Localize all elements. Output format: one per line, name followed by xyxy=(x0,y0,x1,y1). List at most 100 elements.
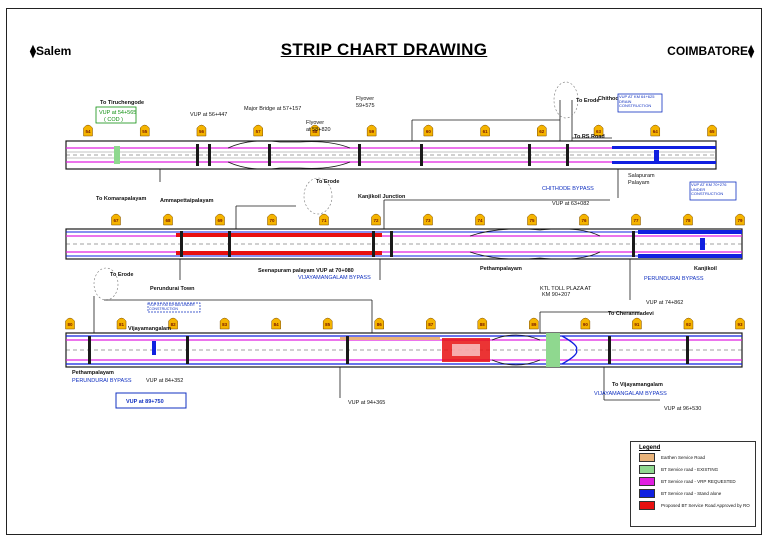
km-marker: 68 xyxy=(163,213,173,226)
label-flyover-a-km: 59+575 xyxy=(356,103,375,109)
km-marker-label: 76 xyxy=(581,218,587,223)
label-vup-63: VUP at 63+082 xyxy=(552,201,589,207)
km-marker-label: 63 xyxy=(596,129,602,134)
km-marker-label: 74 xyxy=(477,218,483,223)
direction-right-label: COIMBATORE xyxy=(667,44,749,58)
km-marker: 79 xyxy=(735,213,745,226)
km-marker-label: 78 xyxy=(685,218,691,223)
km-marker: 56 xyxy=(196,124,207,137)
label-to-erode-2: To Erode xyxy=(316,179,339,185)
label-palayam: Palayam xyxy=(628,180,650,186)
label-vup-84: VUP at 84+352 xyxy=(146,378,183,384)
km-marker-label: 84 xyxy=(274,322,280,327)
km-marker: 80 xyxy=(65,317,75,330)
label-ammapettaipalayam: Ammapettaipalayam xyxy=(160,198,214,204)
km-marker-label: 59 xyxy=(369,129,375,134)
legend-swatch xyxy=(639,500,655,510)
label-kti-toll-km: KM 90+207 xyxy=(542,292,570,298)
label-flyover-a: Flyover xyxy=(356,96,374,102)
legend-label: BT Service road - VRP REQUESTED xyxy=(661,478,736,484)
strip-row-1 xyxy=(65,81,717,215)
legend-swatch xyxy=(639,452,655,462)
km-marker: 54 xyxy=(83,124,93,137)
label-to-erode-3: To Erode xyxy=(110,272,133,278)
legend-label: Earthen Service Road xyxy=(661,454,706,460)
km-marker: 63 xyxy=(593,124,604,137)
km-marker: 88 xyxy=(477,317,488,330)
km-marker-label: 54 xyxy=(85,129,91,134)
km-marker-label: 62 xyxy=(539,129,545,134)
vup-green-box xyxy=(95,106,137,124)
km-marker-label: 60 xyxy=(426,129,432,134)
label-vup-74: VUP at 74+862 xyxy=(646,300,683,306)
km-marker-label: 55 xyxy=(142,129,148,134)
vup-box xyxy=(115,392,187,409)
label-major-bridge: Major Bridge at 57+157 xyxy=(244,106,301,112)
label-to-erode-1: To Erode xyxy=(576,98,599,104)
label-to-vijayamangalam: To Vijayamangalam xyxy=(612,382,663,388)
km-marker-label: 58 xyxy=(312,129,318,134)
label-kanjikoil-junction: Kanjikoil Junction xyxy=(358,194,406,200)
legend-swatch xyxy=(639,476,655,486)
label-to-rs-road: To RS Road xyxy=(574,134,605,140)
km-marker: 77 xyxy=(631,213,641,226)
arrow-right-icon: ⧫ xyxy=(748,44,754,58)
vup-70-box xyxy=(689,181,737,201)
label-vijayamangalam-bypass-2: VIJAYAMANGALAM BYPASS xyxy=(594,391,667,397)
km-marker: 61 xyxy=(480,124,490,137)
km-marker-label: 75 xyxy=(529,218,535,223)
label-vup-green: VUP at 54+565 xyxy=(99,110,136,116)
label-perundurai-town: Perundurai Town xyxy=(150,286,195,292)
label-pethampalayam-2: Pethampalayam xyxy=(72,370,114,376)
label-vup-61: VUP AT KM 64+625 DRAIN CONSTRUCTION xyxy=(619,95,655,109)
label-to-cheranmadevi: To Cheranmadevi xyxy=(608,311,654,317)
km-marker-label: 69 xyxy=(217,218,223,223)
km-marker-label: 73 xyxy=(425,218,431,223)
km-marker-label: 91 xyxy=(634,322,640,327)
legend-row: BT Service road - Stand alone xyxy=(639,487,755,499)
km-marker-label: 93 xyxy=(737,322,743,327)
km-marker: 72 xyxy=(371,213,381,226)
km-marker-label: 80 xyxy=(67,322,73,327)
label-to-komarapalayam: To Komarapalayam xyxy=(96,196,146,202)
km-marker: 81 xyxy=(116,317,127,330)
vup-61-box xyxy=(617,93,663,113)
page-title: STRIP CHART DRAWING xyxy=(280,40,488,59)
strip-row-3 xyxy=(65,296,743,401)
label-flyover-b: Flyover xyxy=(306,120,324,126)
km-marker: 67 xyxy=(111,213,121,226)
label-vijayamangalam-bypass: VIJAYAMANGALAM BYPASS xyxy=(298,275,371,281)
km-marker: 75 xyxy=(527,213,537,226)
km-marker-label: 87 xyxy=(428,322,434,327)
label-kti-toll: KTL TOLL PLAZA AT xyxy=(540,286,592,292)
km-marker: 78 xyxy=(683,213,693,226)
km-marker: 76 xyxy=(579,213,589,226)
km-marker-label: 56 xyxy=(199,129,205,134)
label-vup-94: VUP at 94+365 xyxy=(348,400,385,406)
km-marker: 55 xyxy=(139,124,150,137)
km-marker-label: 65 xyxy=(709,129,715,134)
km-marker: 74 xyxy=(475,213,485,226)
km-marker: 82 xyxy=(168,317,178,330)
km-marker-label: 64 xyxy=(653,129,659,134)
drawing-frame xyxy=(6,8,762,535)
label-vup-box: VUP at 89+750 xyxy=(126,399,164,405)
km-marker-label: 61 xyxy=(483,129,489,134)
label-to-tiruchengode: To Tiruchengode xyxy=(100,100,144,106)
label-salapuram: Salapuram xyxy=(628,173,655,179)
km-marker-label: 92 xyxy=(686,322,692,327)
km-marker-label: 72 xyxy=(373,218,379,223)
km-marker-label: 83 xyxy=(222,322,228,327)
direction-left: ⧫Salem xyxy=(30,44,71,58)
km-marker: 64 xyxy=(650,124,661,137)
km-marker: 90 xyxy=(580,317,591,330)
km-marker: 87 xyxy=(426,317,436,330)
label-vijayamangalam: Vijayamangalam xyxy=(128,326,171,332)
vup-underconstruction-box xyxy=(147,302,201,313)
label-pethampalayam: Pethampalayam xyxy=(480,266,522,272)
label-vup-96: VUP at 96+530 xyxy=(664,406,701,412)
label-vup-56447: VUP at 56+447 xyxy=(190,112,227,118)
